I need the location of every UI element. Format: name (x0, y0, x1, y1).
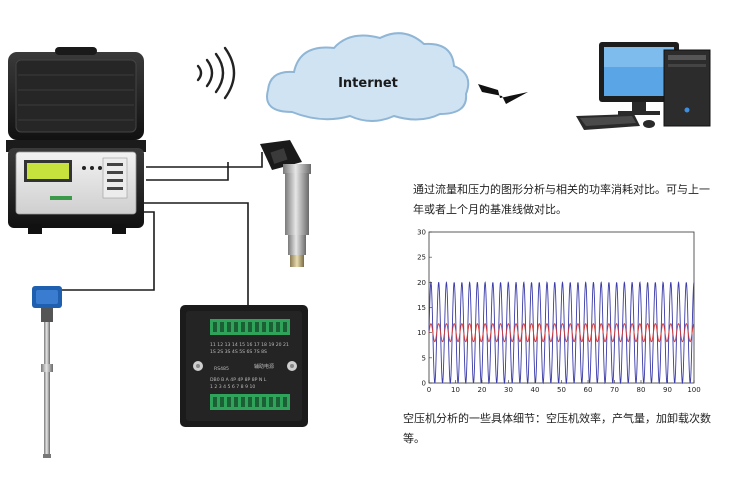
lightning-bolt-icon (478, 84, 528, 104)
wireless-signal-icon (196, 46, 236, 100)
x-tick-label: 80 (637, 386, 646, 394)
x-tick-label: 70 (610, 386, 619, 394)
lcd-screen (27, 163, 69, 179)
desktop-computer (576, 42, 711, 130)
flow-pressure-chart: 0 10 20 30 40 50 60 70 80 90 100 0 5 10 15 20 25 30 (417, 229, 701, 395)
top-terminal-numbers: 11 12 13 14 15 16 17 18 19 20 21 (210, 342, 289, 348)
bottom-terminal-numbers: 1 2 3 4 5 6 7 8 9 10 (210, 384, 255, 390)
pressure-transducer (260, 140, 311, 267)
port-label: RS485 (214, 366, 229, 372)
y-tick-label: 25 (417, 254, 426, 262)
bottom-terminal-codes: DB0 B A 4P 4P 8P 8P N L (210, 377, 267, 383)
x-tick-label: 30 (504, 386, 513, 394)
x-tick-label: 0 (427, 386, 431, 394)
terminal-module: 11 12 13 14 15 16 17 18 19 20 21 1S 2S 3… (180, 305, 308, 427)
y-tick-label: 15 (417, 304, 426, 312)
series-line-2 (428, 323, 695, 343)
x-tick-label: 100 (687, 386, 700, 394)
analysis-caption: 通过流量和压力的图形分析与相关的功率消耗对比。可与上一年或者上个月的基准线做对比… (413, 183, 710, 216)
x-tick-label: 20 (478, 386, 487, 394)
y-tick-label: 0 (422, 380, 426, 388)
connection-cables (62, 152, 263, 306)
internet-cloud: Internet (266, 32, 470, 122)
x-tick-label: 90 (663, 386, 672, 394)
details-caption: 空压机分析的一些具体细节：空压机效率，产气量，加卸载次数等。 (403, 412, 711, 445)
y-tick-label: 5 (422, 354, 426, 362)
portable-analyzer-case (6, 47, 146, 234)
series-line-1 (428, 281, 695, 385)
y-tick-label: 10 (417, 329, 426, 337)
flow-meter-probe (32, 286, 62, 458)
cloud-label: Internet (338, 76, 398, 91)
x-tick-label: 50 (557, 386, 566, 394)
x-tick-label: 40 (531, 386, 540, 394)
y-tick-label: 20 (417, 279, 426, 287)
module-title: 辅助电源 (254, 363, 274, 370)
x-tick-label: 10 (451, 386, 460, 394)
y-tick-label: 30 (417, 229, 426, 237)
x-tick-label: 60 (584, 386, 593, 394)
top-terminal-codes: 1S 2S 3S 4S 5S 6S 7S 8S (210, 349, 267, 355)
